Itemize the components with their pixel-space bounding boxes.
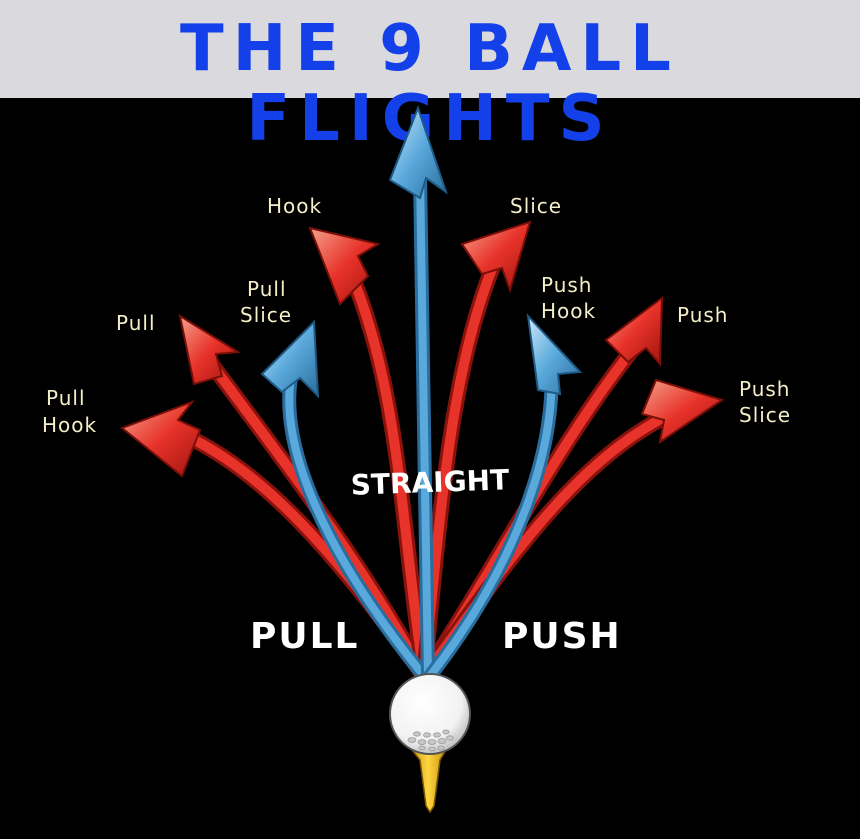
arrowhead-push bbox=[604, 295, 664, 367]
label-straight: STRAIGHT bbox=[350, 463, 509, 502]
arrowhead-pull-hook bbox=[119, 399, 202, 478]
label-push-big: PUSH bbox=[502, 616, 622, 657]
label-pull: Pull bbox=[116, 311, 156, 335]
arrowhead-pull-slice bbox=[260, 319, 320, 399]
arrow-heads bbox=[119, 105, 725, 478]
title-banner: THE 9 BALL FLIGHTS bbox=[0, 0, 860, 154]
label-push: Push bbox=[677, 303, 728, 327]
blue-paths bbox=[282, 168, 559, 683]
arrowhead-straight bbox=[388, 105, 448, 200]
arrowhead-push-slice bbox=[640, 378, 725, 445]
label-slice: Slice bbox=[510, 194, 562, 218]
arrowhead-push-hook bbox=[526, 313, 583, 396]
arrowhead-pull bbox=[178, 313, 242, 386]
flight-labels: Hook Slice Pull Pull Slice Pull Hook Pus… bbox=[42, 194, 791, 657]
label-pull-slice-1: Pull bbox=[247, 277, 287, 301]
arrowhead-hook bbox=[308, 226, 381, 306]
arrowhead-slice bbox=[460, 220, 532, 294]
label-pull-hook-2: Hook bbox=[42, 413, 97, 437]
label-push-hook-1: Push bbox=[541, 273, 592, 297]
label-push-slice-1: Push bbox=[739, 377, 790, 401]
label-pull-hook-1: Pull bbox=[46, 386, 86, 410]
label-push-slice-2: Slice bbox=[739, 403, 791, 427]
golf-ball-icon bbox=[389, 673, 471, 755]
label-hook: Hook bbox=[267, 194, 322, 218]
page-title: THE 9 BALL FLIGHTS bbox=[180, 12, 680, 156]
label-pull-slice-2: Slice bbox=[240, 303, 292, 327]
label-push-hook-2: Hook bbox=[541, 299, 596, 323]
label-pull-big: PULL bbox=[250, 616, 360, 657]
